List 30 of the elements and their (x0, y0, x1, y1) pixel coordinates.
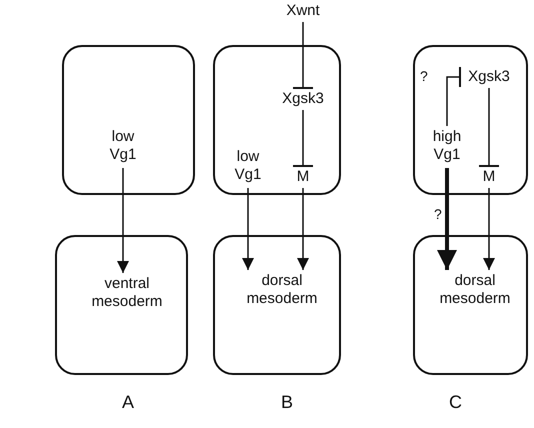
gene-label: high Vg1 (427, 128, 467, 166)
gene-label: low Vg1 (103, 128, 143, 166)
inhibition-line (446, 66, 461, 126)
panel-letter: B (281, 392, 294, 413)
arrow (297, 188, 309, 270)
inhibition-line (292, 22, 314, 89)
inhibition-line (478, 88, 500, 167)
panel-letter: A (122, 392, 134, 413)
gene-label: ventral mesoderm (72, 275, 182, 315)
region-box (213, 235, 341, 375)
gene-label: M (293, 168, 313, 186)
edge-label: ? (433, 206, 443, 222)
gene-label: low Vg1 (228, 148, 268, 186)
gene-label: M (479, 168, 499, 186)
gene-label: dorsal mesoderm (237, 272, 327, 312)
inhibition-line (292, 110, 314, 167)
region-box (62, 45, 195, 195)
gene-label: Xgsk3 (462, 68, 516, 86)
gene-label: dorsal mesoderm (425, 272, 525, 312)
region-box (55, 235, 188, 375)
panel-letter: C (449, 392, 462, 413)
edge-label: ? (419, 68, 429, 84)
gene-label: Xgsk3 (276, 90, 330, 108)
gene-label: Xwnt (280, 2, 326, 20)
arrow (483, 188, 495, 270)
region-box (213, 45, 341, 195)
arrow (437, 168, 457, 270)
arrow (242, 188, 254, 270)
arrow (117, 168, 129, 273)
region-box (413, 235, 528, 375)
